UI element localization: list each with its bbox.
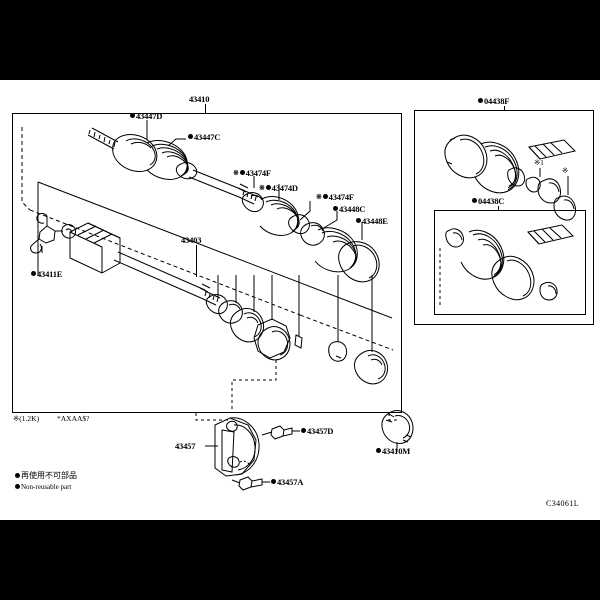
nonreusable-bullet-icon	[376, 448, 381, 453]
leader-main-assembly	[205, 104, 206, 114]
label-inner-assembly: 43403	[181, 235, 202, 245]
callout-43474f-2: ※43474F	[316, 192, 354, 202]
callout-43447c: 43447C	[188, 132, 220, 142]
nonreusable-bullet-icon	[478, 98, 483, 103]
legend-japanese-row: 再使用不可部品	[15, 470, 77, 481]
nonreusable-bullet-icon	[333, 206, 338, 211]
callout-43457: 43457	[175, 441, 196, 451]
nonreusable-bullet-icon	[15, 484, 20, 489]
main-panel-border	[12, 113, 402, 413]
leader-04438c	[498, 206, 499, 211]
asterisk-note-icon: ※	[233, 169, 239, 177]
callout-43474f-1: ※43474F	[233, 168, 271, 178]
figure-note-left: ※(1.2K)	[13, 414, 40, 423]
asterisk-note-icon: ※	[316, 193, 322, 201]
nonreusable-bullet-icon	[322, 194, 328, 199]
asterisk-marker-upper-1: ※1	[534, 158, 544, 167]
callout-43457d: 43457D	[301, 426, 333, 436]
main-panel-artwork	[21, 120, 394, 412]
callout-43411e: 43411E	[31, 269, 62, 279]
nonreusable-bullet-icon	[356, 218, 361, 223]
lower-right-panel-border	[434, 210, 586, 315]
asterisk-note-icon: ※	[259, 184, 265, 192]
legend-english-row: Non-reusable part	[15, 482, 71, 491]
label-main-assembly: 43410	[189, 94, 210, 104]
nonreusable-bullet-icon	[188, 134, 193, 139]
nonreusable-bullet-icon	[239, 170, 245, 175]
callout-43448e: 43448E	[356, 216, 388, 226]
nonreusable-bullet-icon	[15, 473, 20, 478]
nonreusable-bullet-icon	[265, 185, 271, 190]
diagram-reference-code: C34061L	[546, 499, 580, 508]
nonreusable-bullet-icon	[31, 271, 36, 276]
label-04438c: 04438C	[472, 196, 504, 206]
figure-note-right: *AXAA$?	[57, 414, 90, 423]
callout-43474d: ※43474D	[259, 183, 298, 193]
callout-43410m: 43410M	[376, 446, 410, 456]
leader-04438f	[504, 106, 505, 111]
nonreusable-bullet-icon	[271, 479, 276, 484]
right-panels-artwork	[439, 134, 576, 308]
leader-inner-assembly	[196, 245, 197, 277]
label-04438f: 04438F	[478, 96, 509, 106]
callout-43447d: 43447D	[130, 111, 162, 121]
callout-43448c: 43448C	[333, 204, 365, 214]
asterisk-marker-upper-2: ※	[562, 166, 569, 175]
diagram-sheet: 43410 43403	[0, 80, 600, 520]
callout-43457a: 43457A	[271, 477, 303, 487]
nonreusable-bullet-icon	[472, 198, 477, 203]
nonreusable-bullet-icon	[301, 428, 306, 433]
letterbox-bottom	[0, 520, 600, 600]
bottom-artwork	[195, 410, 414, 491]
letterbox-top	[0, 0, 600, 80]
nonreusable-bullet-icon	[130, 113, 135, 118]
